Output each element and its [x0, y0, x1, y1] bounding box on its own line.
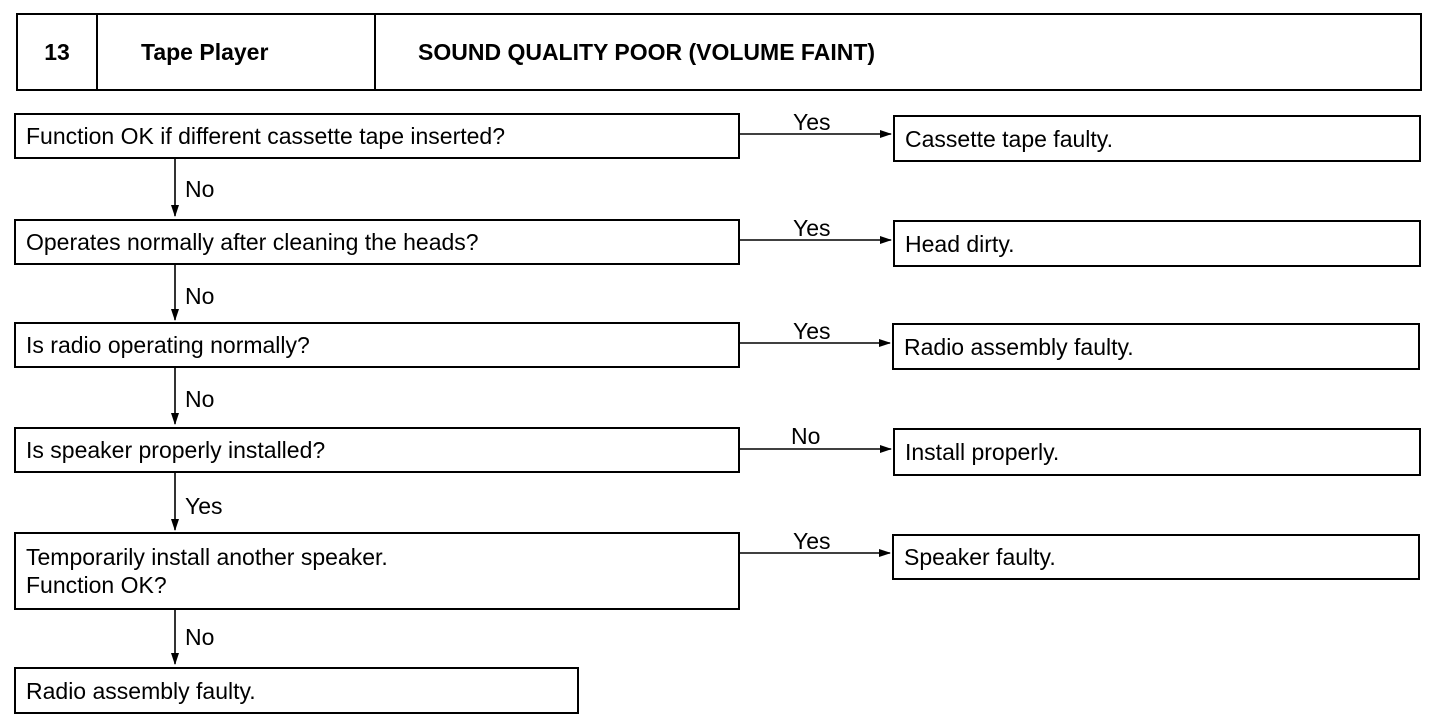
step2-result: Head dirty.	[893, 220, 1421, 267]
step3-branch-label: Yes	[793, 318, 831, 344]
step5-question-line1: Temporarily install another speaker.	[26, 544, 388, 570]
step4-result: Install properly.	[893, 428, 1421, 476]
step5-question-line2: Function OK?	[26, 572, 167, 598]
step5-down-label: No	[185, 624, 215, 650]
step3-down-label: No	[185, 386, 215, 412]
chart-category: Tape Player	[98, 15, 376, 89]
step4-down-label: Yes	[185, 493, 223, 519]
step2-question: Operates normally after cleaning the hea…	[14, 219, 740, 265]
chart-number: 13	[18, 15, 98, 89]
step4-branch-label: No	[791, 423, 821, 449]
step2-down-label: No	[185, 283, 215, 309]
step3-result: Radio assembly faulty.	[892, 323, 1420, 370]
step4-question: Is speaker properly installed?	[14, 427, 740, 473]
step1-question: Function OK if different cassette tape i…	[14, 113, 740, 159]
step3-question: Is radio operating normally?	[14, 322, 740, 368]
step1-down-label: No	[185, 176, 215, 202]
final-result: Radio assembly faulty.	[14, 667, 579, 714]
step5-question: Temporarily install another speaker. Fun…	[14, 532, 740, 610]
step1-branch-label: Yes	[793, 109, 831, 135]
step2-branch-label: Yes	[793, 215, 831, 241]
chart-title: SOUND QUALITY POOR (VOLUME FAINT)	[418, 38, 876, 65]
chart-header: 13 Tape Player SOUND QUALITY POOR (VOLUM…	[16, 13, 1422, 91]
step1-result: Cassette tape faulty.	[893, 115, 1421, 162]
step5-result: Speaker faulty.	[892, 534, 1420, 580]
step5-branch-label: Yes	[793, 528, 831, 554]
